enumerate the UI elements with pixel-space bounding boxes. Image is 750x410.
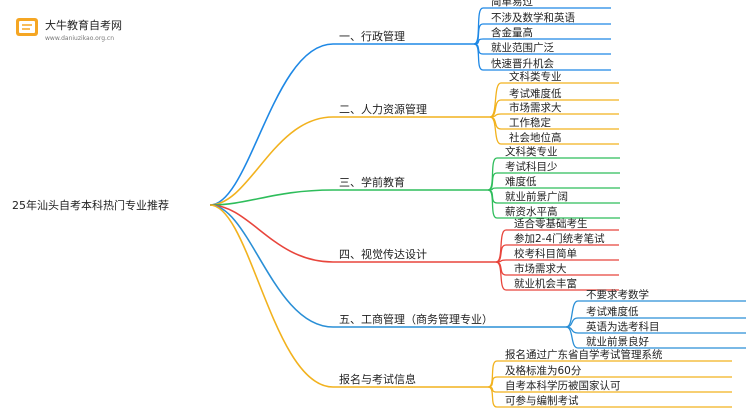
leaf-label: 就业前景良好: [586, 335, 649, 348]
branch-label: 五、工商管理（商务管理专业）: [339, 312, 493, 326]
branch-label: 一、行政管理: [339, 29, 405, 43]
leaf-label: 校考科目简单: [514, 247, 577, 260]
leaf-label: 就业前景广阔: [505, 190, 568, 203]
branch-connector: [209, 204, 334, 263]
leaf-label: 报名通过广东省自学考试管理系统: [505, 348, 663, 361]
leaf-label: 不涉及数学和英语: [491, 11, 575, 24]
leaf-label: 英语为选考科目: [586, 320, 660, 333]
leaf-label: 工作稳定: [509, 116, 551, 129]
leaf-label: 适合零基础考生: [514, 217, 588, 230]
logo-icon: [16, 18, 38, 36]
leaf-label: 难度低: [505, 175, 537, 188]
leaf-label: 社会地位高: [509, 131, 562, 144]
leaf-label: 市场需求大: [509, 101, 562, 114]
branch-label: 三、学前教育: [339, 175, 405, 189]
leaf-label: 考试难度低: [586, 305, 639, 318]
mindmap-nodes: 25年汕头自考本科热门专业推荐 一、行政管理 简单易过不涉及数学和英语含金量高就业…: [12, 0, 663, 407]
leaf-connector: [487, 386, 498, 408]
logo-url: www.daniuzikao.org.cn: [45, 35, 114, 42]
leaf-label: 参加2-4门统考笔试: [514, 232, 605, 245]
branch-label: 报名与考试信息: [339, 372, 416, 386]
leaf-connector: [565, 326, 579, 349]
root-topic: 25年汕头自考本科热门专业推荐: [12, 198, 169, 212]
leaf-label: 快速晋升机会: [491, 57, 554, 70]
leaf-label: 考试难度低: [509, 87, 562, 100]
leaf-label: 及格标准为60分: [505, 364, 582, 377]
branch-label: 二、人力资源管理: [339, 102, 427, 116]
site-logo: 大牛教育自考网 www.daniuzikao.org.cn: [16, 18, 122, 42]
leaf-label: 就业机会丰富: [514, 277, 577, 290]
leaf-label: 就业范围广泛: [491, 41, 554, 54]
leaf-label: 考试科目少: [505, 160, 558, 173]
leaf-connector: [489, 116, 502, 145]
logo-name: 大牛教育自考网: [45, 18, 122, 32]
branch-connector: [209, 116, 334, 206]
leaf-label: 市场需求大: [514, 262, 567, 275]
leaf-label: 含金量高: [491, 26, 533, 39]
leaf-label: 薪资水平高: [505, 205, 558, 218]
leaf-connector: [473, 43, 484, 71]
leaf-label: 文科类专业: [509, 70, 562, 83]
leaf-label: 文科类专业: [505, 145, 558, 158]
branch-label: 四、视觉传达设计: [339, 247, 427, 261]
leaf-connector: [495, 261, 507, 291]
leaf-label: 简单易过: [491, 0, 533, 8]
branch-connector: [209, 43, 334, 206]
branch-connector: [209, 204, 334, 328]
branch-connector: [209, 189, 334, 206]
leaf-label: 不要求考数学: [586, 288, 649, 301]
leaf-label: 自考本科学历被国家认可: [505, 379, 621, 392]
connector-lines: [209, 7, 746, 408]
leaf-label: 可参与编制考试: [505, 394, 579, 407]
leaf-connector: [487, 189, 498, 219]
branch-connector: [209, 204, 334, 388]
